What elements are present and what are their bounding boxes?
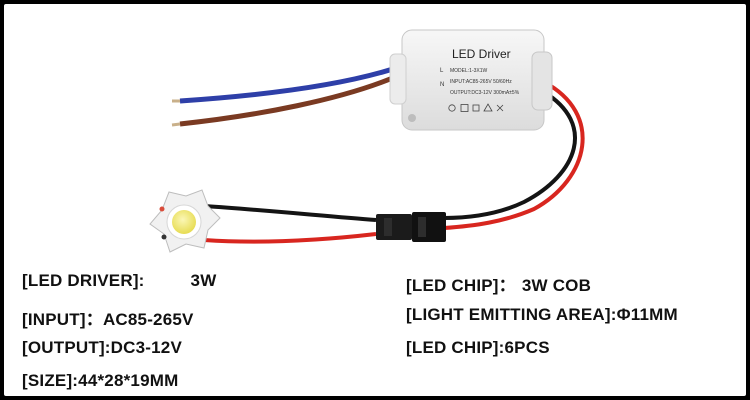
product-image-frame: LED Driver MODEL:1-3X1W INPUT:AC85-265V … bbox=[4, 4, 746, 396]
spec-led-chip-value: 3W COB bbox=[521, 276, 592, 295]
spec-input: [INPUT]：AC85-265V bbox=[22, 305, 194, 330]
spec-led-chip-count-label: [LED CHIP]: bbox=[406, 338, 505, 357]
spec-led-chip-count-value: 6PCS bbox=[504, 338, 550, 357]
spec-light-emitting-area-value: Φ11MM bbox=[616, 305, 678, 324]
spec-light-emitting-area-label: [LIGHT EMITTING AREA]: bbox=[406, 305, 617, 324]
driver-pin-l: L bbox=[440, 68, 444, 74]
ac-input-wires bbox=[171, 63, 404, 127]
driver-title: LED Driver bbox=[452, 47, 511, 61]
spec-light-emitting-area: [LIGHT EMITTING AREA]:Φ11MM bbox=[406, 305, 678, 325]
spec-led-driver-value: 3W bbox=[190, 271, 217, 290]
spec-led-chip-count: [LED CHIP]:6PCS bbox=[406, 338, 550, 358]
spec-input-label: [INPUT]： bbox=[22, 310, 103, 329]
spec-size-label: [SIZE]: bbox=[22, 371, 79, 390]
spec-led-chip: [LED CHIP]： 3W COB bbox=[406, 271, 591, 296]
driver-input: INPUT:AC85-265V 50/60Hz bbox=[450, 79, 512, 85]
spec-led-driver-label: [LED DRIVER]: bbox=[22, 271, 145, 290]
wire-connector bbox=[376, 212, 446, 242]
spec-output-value: DC3-12V bbox=[110, 338, 182, 357]
spec-size-value: 44*28*19MM bbox=[78, 371, 179, 390]
driver-output: OUTPUT:DC3-12V 300mA±5% bbox=[450, 90, 520, 96]
spec-led-driver: [LED DRIVER]: 3W bbox=[22, 271, 216, 291]
spec-output-label: [OUTPUT]: bbox=[22, 338, 111, 357]
spec-input-value: AC85-265V bbox=[102, 310, 194, 329]
spec-size: [SIZE]:44*28*19MM bbox=[22, 371, 178, 391]
driver-model: MODEL:1-3X1W bbox=[450, 68, 488, 74]
spec-list: [LED DRIVER]: 3W [INPUT]：AC85-265V [OUTPU… bbox=[4, 4, 746, 396]
product-photo: LED Driver MODEL:1-3X1W INPUT:AC85-265V … bbox=[149, 29, 585, 253]
driver-pin-n: N bbox=[440, 82, 444, 88]
spec-output: [OUTPUT]:DC3-12V bbox=[22, 338, 182, 358]
led-driver-box: LED Driver MODEL:1-3X1W INPUT:AC85-265V … bbox=[389, 29, 553, 131]
cob-led-chip bbox=[149, 189, 221, 253]
dc-output-wires bbox=[203, 80, 585, 244]
certification-icons bbox=[448, 103, 504, 112]
spec-led-chip-label: [LED CHIP]： bbox=[406, 276, 516, 295]
